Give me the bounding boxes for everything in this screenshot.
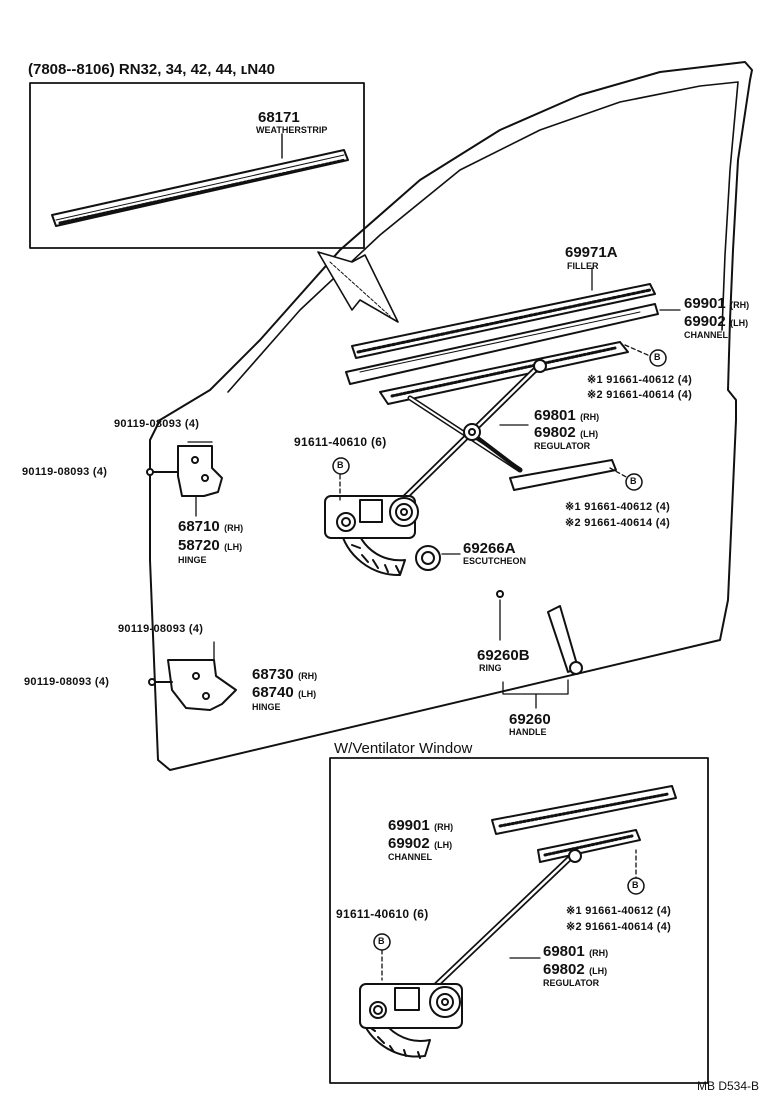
hinge-upper-lh: 58720 (LH) [178, 538, 242, 554]
vent-bolts-line1: ※1 91661-40612 (4) [566, 905, 672, 917]
bolts-mid-line1: ※1 91661-40612 (4) [565, 501, 671, 513]
bolts-top-line1: ※1 91661-40612 (4) [587, 374, 693, 386]
channel-rh-number: 69901 [684, 295, 726, 312]
regulator-top [324, 341, 629, 577]
filler-number: 69971A [565, 244, 618, 261]
vent-regulator-rh: 69801 (RH) [543, 944, 608, 960]
weatherstrip-number: 68171 [258, 109, 300, 126]
vent-channel-rh-tag: (RH) [434, 822, 454, 832]
hinge-upper-bolt-a: 90119-08093 (4) [114, 418, 200, 430]
vent-regulator-name: REGULATOR [543, 978, 600, 988]
hinge-upper-lh-number: 58720 [178, 537, 220, 554]
escutcheon-part [415, 545, 461, 571]
location-arrow [317, 251, 399, 323]
hinge-upper-bolt-b: 90119-08093 (4) [22, 466, 108, 478]
screw-top-label: 91611-40610 (6) [294, 435, 387, 449]
callout-b-2: B [630, 476, 637, 486]
vent-channel-lh-number: 69902 [388, 835, 430, 852]
hinge-lower-lh: 68740 (LH) [252, 685, 316, 701]
vent-channel-name: CHANNEL [388, 852, 432, 862]
hinge-upper-part [146, 441, 223, 517]
vent-regulator-lh: 69802 (LH) [543, 962, 607, 978]
hinge-lower-lh-tag: (LH) [298, 689, 317, 699]
regulator-rh: 69801 (RH) [534, 408, 599, 424]
vent-bolts-line2: ※2 91661-40614 (4) [566, 921, 672, 933]
channel-lh-tag: (LH) [730, 318, 749, 328]
vent-regulator-rh-number: 69801 [543, 943, 585, 960]
callout-b-1: B [654, 352, 661, 362]
handle-name: HANDLE [509, 727, 547, 737]
ventilator-title: W/Ventilator Window [334, 740, 473, 757]
callout-circles [332, 349, 667, 951]
channel-lh: 69902 (LH) [684, 314, 748, 330]
regulator-rh-tag: (RH) [580, 412, 600, 422]
vent-screw-label: 91611-40610 (6) [336, 907, 429, 921]
regulator-lh-tag: (LH) [580, 429, 599, 439]
hinge-upper-rh-tag: (RH) [224, 523, 244, 533]
hinge-upper-rh: 68710 (RH) [178, 519, 243, 535]
vent-channel-lh-tag: (LH) [434, 840, 453, 850]
regulator-rh-number: 69801 [534, 407, 576, 424]
bolts-mid-line2: ※2 91661-40614 (4) [565, 517, 671, 529]
handle-part [496, 590, 583, 709]
ring-name: RING [479, 663, 502, 673]
regulator-lh: 69802 (LH) [534, 425, 598, 441]
hinge-lower-rh-tag: (RH) [298, 671, 318, 681]
hinge-upper-lh-tag: (LH) [224, 542, 243, 552]
weatherstrip-name: WEATHERSTRIP [256, 125, 328, 135]
hinge-lower-part [148, 641, 237, 711]
channel-rh-tag: (RH) [730, 300, 750, 310]
vent-regulator-rh-tag: (RH) [589, 948, 609, 958]
vent-channel-rh: 69901 (RH) [388, 818, 453, 834]
weatherstrip-inset [29, 82, 365, 249]
door-outline [149, 61, 753, 771]
hinge-upper-rh-number: 68710 [178, 518, 220, 535]
channel-rh: 69901 (RH) [684, 296, 749, 312]
bolts-top-line2: ※2 91661-40614 (4) [587, 389, 693, 401]
vent-channel-rh-number: 69901 [388, 817, 430, 834]
regulator-lh-number: 69802 [534, 424, 576, 441]
vent-regulator-lh-number: 69802 [543, 961, 585, 978]
ventilator-inset [329, 757, 709, 1084]
hinge-upper-name: HINGE [178, 555, 207, 565]
channel-name: CHANNEL [684, 330, 728, 340]
callout-leaders [339, 344, 651, 981]
hinge-lower-lh-number: 68740 [252, 684, 294, 701]
regulator-name: REGULATOR [534, 441, 591, 451]
hinge-lower-bolt-a: 90119-08093 (4) [118, 623, 204, 635]
filler-name: FILLER [567, 261, 599, 271]
filler-channel-top [345, 267, 681, 385]
footer-code: MB D534-B [697, 1079, 760, 1093]
handle-number: 69260 [509, 711, 551, 728]
hinge-lower-rh: 68730 (RH) [252, 667, 317, 683]
vent-regulator-lh-tag: (LH) [589, 966, 608, 976]
escutcheon-number: 69266A [463, 540, 516, 557]
hinge-lower-bolt-b: 90119-08093 (4) [24, 676, 110, 688]
callout-b-4: B [632, 880, 639, 890]
vent-channel-lh: 69902 (LH) [388, 836, 452, 852]
channel-lh-number: 69902 [684, 313, 726, 330]
callout-b-3: B [337, 460, 344, 470]
hinge-lower-rh-number: 68730 [252, 666, 294, 683]
variant-range-header: (7808--8106) RN32, 34, 42, 44, ʟN40 [28, 61, 275, 78]
escutcheon-name: ESCUTCHEON [463, 556, 527, 566]
hinge-lower-name: HINGE [252, 702, 281, 712]
ring-number: 69260B [477, 647, 530, 664]
callout-b-5: B [378, 936, 385, 946]
